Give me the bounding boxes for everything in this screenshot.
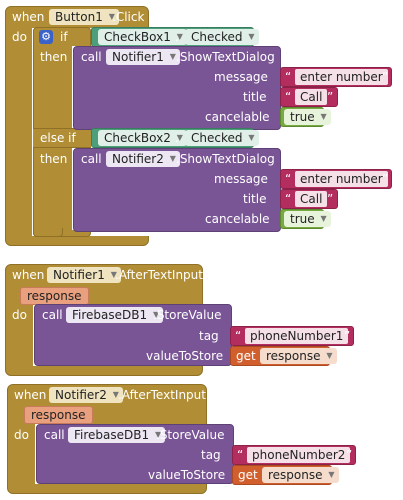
valuetostore-label: valueToStore [148,468,226,482]
tag-label: tag [201,448,221,462]
title-label: title [243,90,267,104]
text-string-block[interactable]: “ phoneNumber2 ” [232,445,356,465]
text-value[interactable]: phoneNumber1 [245,328,349,344]
call-keyword: call [42,308,63,322]
do-keyword: do [14,428,29,442]
get-variable-block[interactable]: get response [230,346,337,366]
if-keyword: if [60,30,68,44]
event-name: .AfterTextInput [115,268,203,282]
variable-dropdown-response[interactable]: response [260,348,337,364]
when-keyword: when [12,268,45,282]
checkbox2-checked-getter[interactable]: CheckBox2 . Checked [91,128,259,148]
component-dropdown-checkbox1[interactable]: CheckBox1 [98,29,187,45]
cancelable-label: cancelable [205,212,270,226]
method-name: .StoreValue [156,428,225,442]
checkbox1-checked-getter[interactable]: CheckBox1 . Checked [91,27,259,47]
text-string-block[interactable]: “ phoneNumber1 ” [230,326,354,346]
get-keyword: get [238,468,258,482]
do-keyword: do [12,308,27,322]
event-name: .AfterTextInput [118,388,206,402]
then-keyword: then [40,50,68,64]
else-if-keyword: else if [40,131,76,145]
component-dropdown-firebasedb1[interactable]: FirebaseDB1 [68,427,166,443]
get-variable-block[interactable]: get response [232,465,339,485]
get-keyword: get [236,349,256,363]
component-dropdown-notifier1[interactable]: Notifier1 [106,49,180,65]
property-dropdown-checked[interactable]: Checked [185,29,259,45]
cancelable-label: cancelable [205,110,270,124]
valuetostore-label: valueToStore [146,349,224,363]
event-parameter-response[interactable]: response [20,287,89,305]
when-keyword: when [14,388,47,402]
call-keyword: call [81,50,102,64]
component-dropdown-notifier2[interactable]: Notifier2 [49,387,123,403]
method-name: .StoreValue [153,308,222,322]
gear-icon[interactable]: ⚙ [39,30,53,44]
method-name: .ShowTextDialog [176,152,275,166]
when-keyword: when [12,10,45,24]
call-keyword: call [44,428,65,442]
text-value[interactable]: Call [295,191,328,207]
message-label: message [214,70,268,84]
text-value[interactable]: Call [295,89,328,105]
component-dropdown-button1[interactable]: Button1 [49,9,119,25]
variable-dropdown-response[interactable]: response [262,467,339,483]
component-dropdown-firebasedb1[interactable]: FirebaseDB1 [66,307,164,323]
boolean-dropdown-true[interactable]: true [284,109,331,125]
boolean-block[interactable]: true [280,107,331,127]
component-dropdown-checkbox2[interactable]: CheckBox2 [98,130,187,146]
boolean-block[interactable]: true [280,209,331,229]
text-string-block[interactable]: “ enter number ” [280,67,392,87]
event-parameter-response[interactable]: response [24,406,93,424]
component-dropdown-notifier1[interactable]: Notifier1 [47,267,121,283]
title-label: title [243,192,267,206]
call-keyword: call [81,152,102,166]
else-if-bar [33,128,91,148]
do-keyword: do [12,30,27,44]
text-string-block[interactable]: “ Call ” [280,189,338,209]
tag-label: tag [199,329,219,343]
text-string-block[interactable]: “ enter number ” [280,169,392,189]
event-name: .Click [112,10,145,24]
method-name: .ShowTextDialog [176,50,275,64]
property-dropdown-checked[interactable]: Checked [185,130,259,146]
text-value[interactable]: phoneNumber2 [247,447,351,463]
then-keyword: then [40,152,68,166]
text-value[interactable]: enter number [295,69,388,85]
message-label: message [214,172,268,186]
text-value[interactable]: enter number [295,171,388,187]
component-dropdown-notifier2[interactable]: Notifier2 [106,151,180,167]
text-string-block[interactable]: “ Call ” [280,87,338,107]
boolean-dropdown-true[interactable]: true [284,211,331,227]
if-bottom [33,228,63,237]
